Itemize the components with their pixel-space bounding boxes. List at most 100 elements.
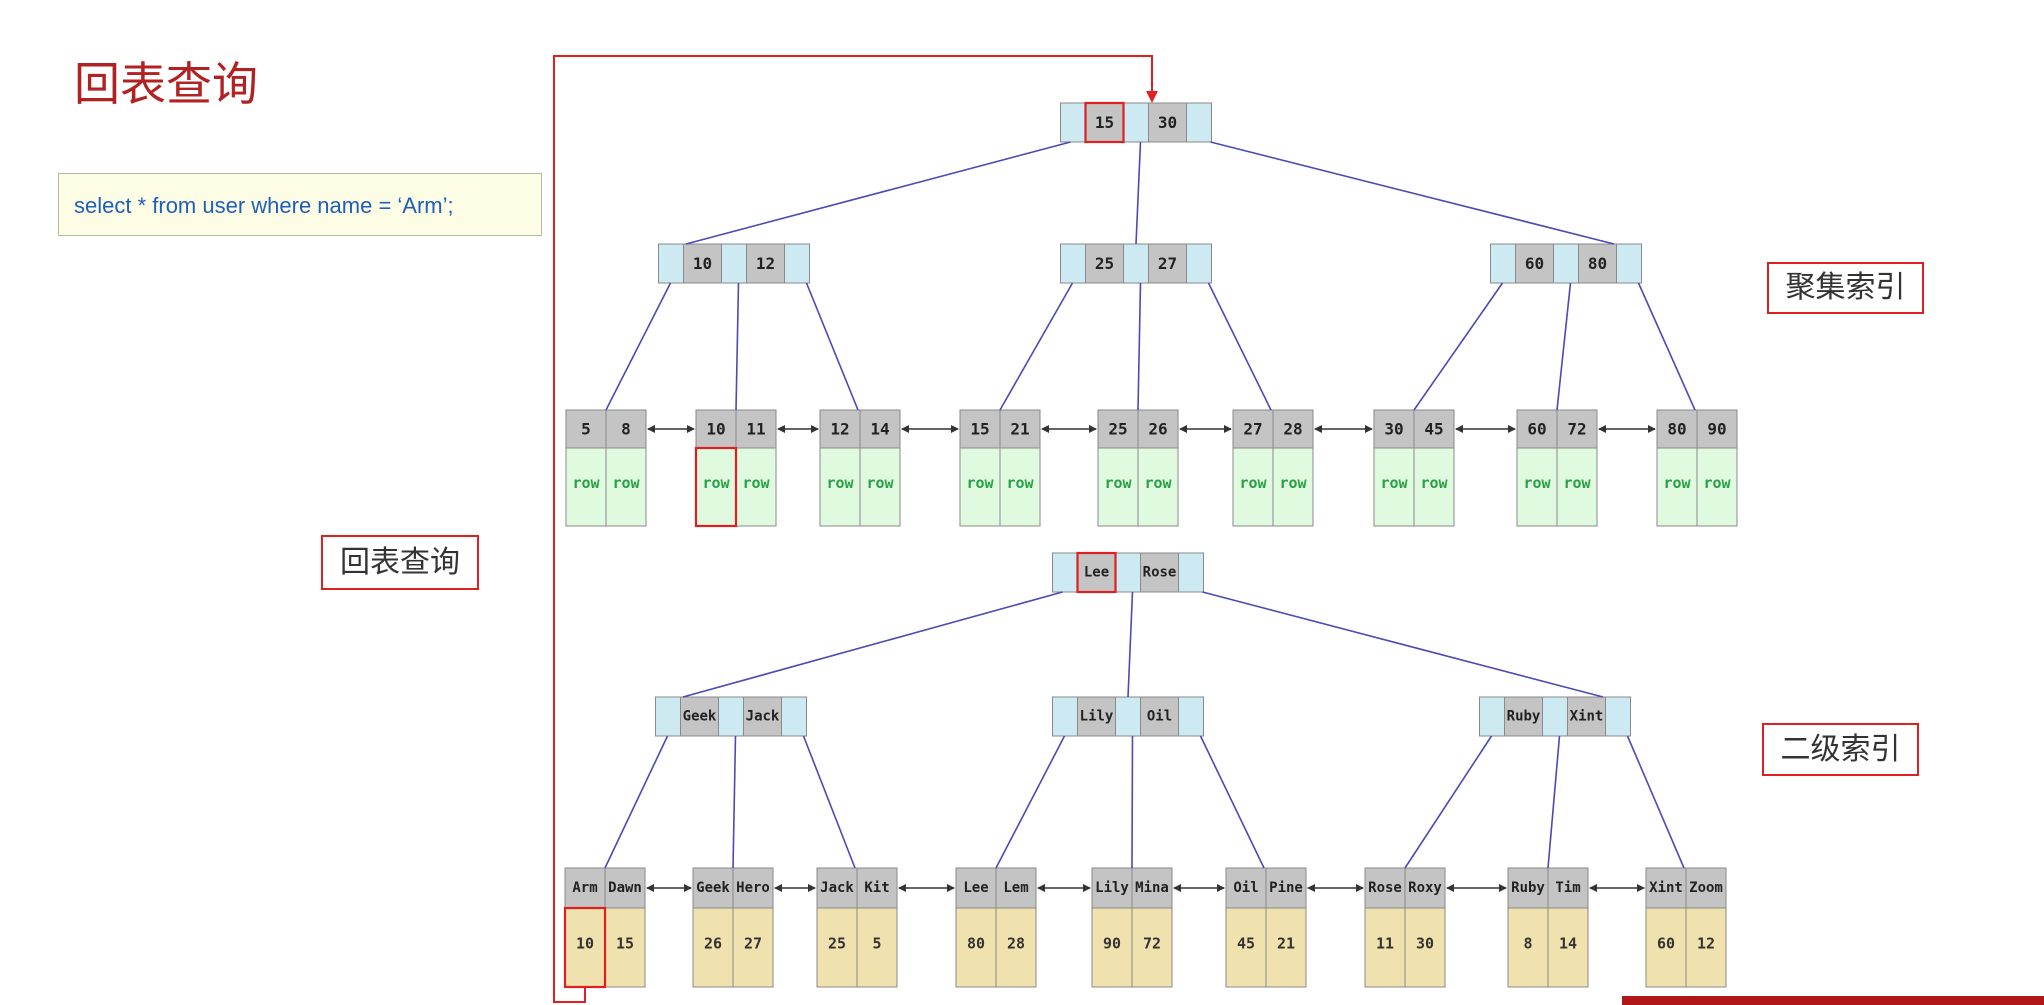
clustered-leaf-data: row bbox=[572, 474, 600, 492]
secondary-leaf-key: Lem bbox=[1003, 880, 1028, 896]
secondary-internal-node bbox=[1479, 696, 1631, 737]
clustered-leaf-data: row bbox=[1380, 474, 1408, 492]
clustered-internal-key: 60 bbox=[1525, 254, 1544, 273]
secondary-leaf-key: Mina bbox=[1135, 880, 1169, 896]
clustered-leaf-data-cell bbox=[1656, 447, 1698, 527]
clustered-leaf-key: 72 bbox=[1567, 420, 1586, 439]
clustered-leaf-data-cell bbox=[859, 447, 901, 527]
secondary-edge bbox=[604, 735, 669, 869]
clustered-leaf-data: row bbox=[1703, 474, 1731, 492]
highlight-box bbox=[1084, 101, 1125, 144]
secondary-leaf-data: 15 bbox=[616, 935, 634, 953]
back-to-table-path-arrow bbox=[553, 55, 1158, 1003]
clustered-index-label: 聚集索引 bbox=[1767, 262, 1924, 314]
secondary-leaf-data: 80 bbox=[967, 935, 985, 953]
clustered-leaf-data-cell bbox=[1373, 447, 1415, 527]
secondary-leaf-data: 14 bbox=[1559, 935, 1577, 953]
clustered-leaf-key: 5 bbox=[581, 420, 591, 439]
secondary-internal-key-cell bbox=[1077, 696, 1116, 737]
clustered-leaf-key-cell bbox=[1656, 409, 1698, 449]
clustered-internal-key-cell bbox=[1148, 243, 1187, 284]
clustered-internal-key-cell bbox=[683, 243, 722, 284]
secondary-root-key-cell bbox=[1077, 552, 1116, 593]
clustered-leaf-data: row bbox=[1420, 474, 1448, 492]
clustered-internal-key-cell bbox=[1578, 243, 1617, 284]
secondary-leaf-data-cell bbox=[732, 907, 774, 988]
clustered-edge bbox=[685, 141, 1071, 245]
clustered-leaf-key-cell bbox=[859, 409, 901, 449]
secondary-leaf-key: Oil bbox=[1233, 880, 1258, 896]
clustered-leaf-data: row bbox=[1144, 474, 1172, 492]
secondary-edge bbox=[1131, 735, 1134, 869]
clustered-leaf-data-cell bbox=[1232, 447, 1274, 527]
secondary-leaf-key: Lee bbox=[963, 880, 988, 896]
secondary-leaf-data-cell bbox=[816, 907, 858, 988]
clustered-leaf-key: 25 bbox=[1108, 420, 1127, 439]
back-to-table-label: 回表查询 bbox=[321, 535, 479, 590]
clustered-leaf-data: row bbox=[1663, 474, 1691, 492]
clustered-leaf-data: row bbox=[1279, 474, 1307, 492]
clustered-internal-key: 27 bbox=[1158, 254, 1177, 273]
secondary-leaf-key: Xint bbox=[1649, 880, 1683, 896]
clustered-leaf-key: 11 bbox=[746, 420, 765, 439]
secondary-edge bbox=[1199, 735, 1265, 869]
secondary-internal-key-cell bbox=[743, 696, 782, 737]
clustered-edge bbox=[605, 282, 672, 411]
secondary-internal-key-cell bbox=[1567, 696, 1606, 737]
secondary-internal-key: Geek bbox=[683, 709, 717, 725]
secondary-leaf-data-cell bbox=[856, 907, 898, 988]
secondary-leaf-data: 10 bbox=[576, 935, 594, 953]
secondary-leaf-key-cell bbox=[856, 867, 898, 909]
clustered-leaf-data-cell bbox=[1556, 447, 1598, 527]
clustered-leaf-data: row bbox=[1006, 474, 1034, 492]
secondary-leaf-data: 21 bbox=[1277, 935, 1295, 953]
secondary-leaf-key: Roxy bbox=[1408, 880, 1442, 896]
secondary-leaf-key: Jack bbox=[820, 880, 854, 896]
secondary-leaf-key-cell bbox=[1265, 867, 1307, 909]
secondary-internal-key: Oil bbox=[1147, 709, 1172, 725]
secondary-edge bbox=[682, 591, 1063, 698]
clustered-leaf-data-cell bbox=[1272, 447, 1314, 527]
clustered-edge bbox=[1413, 282, 1504, 411]
secondary-leaf-key: Arm bbox=[572, 880, 597, 896]
secondary-internal-key: Xint bbox=[1570, 709, 1604, 725]
clustered-internal-key-cell bbox=[1515, 243, 1554, 284]
clustered-leaf-data-cell bbox=[1413, 447, 1455, 527]
secondary-leaf-key: Pine bbox=[1269, 880, 1303, 896]
secondary-edge bbox=[1547, 735, 1561, 869]
secondary-leaf-data-cell bbox=[1091, 907, 1133, 988]
secondary-edge bbox=[732, 735, 737, 869]
clustered-leaf-key-cell bbox=[1137, 409, 1179, 449]
secondary-internal-node bbox=[655, 696, 807, 737]
footer-bar bbox=[1622, 996, 2044, 1005]
secondary-leaf-data-cell bbox=[955, 907, 997, 988]
clustered-edge bbox=[1556, 282, 1572, 411]
clustered-leaf-data: row bbox=[1104, 474, 1132, 492]
clustered-leaf-key: 45 bbox=[1424, 420, 1443, 439]
clustered-root-key: 15 bbox=[1095, 113, 1114, 132]
clustered-leaf-key: 8 bbox=[621, 420, 631, 439]
clustered-leaf-data-cell bbox=[735, 447, 777, 527]
secondary-leaf-data: 11 bbox=[1376, 935, 1394, 953]
secondary-leaf-data-cell bbox=[1685, 907, 1727, 988]
secondary-edge bbox=[1127, 591, 1134, 698]
secondary-root-node bbox=[1052, 552, 1204, 593]
clustered-edge bbox=[1210, 141, 1615, 245]
clustered-leaf-data-cell bbox=[1097, 447, 1139, 527]
clustered-leaf-data: row bbox=[1239, 474, 1267, 492]
secondary-leaf-data-cell bbox=[1645, 907, 1687, 988]
secondary-leaf-data: 8 bbox=[1523, 935, 1532, 953]
clustered-edge bbox=[999, 282, 1074, 411]
clustered-leaf-key: 10 bbox=[706, 420, 725, 439]
secondary-leaf-data: 25 bbox=[828, 935, 846, 953]
secondary-leaf-data-cell bbox=[1547, 907, 1589, 988]
clustered-edge bbox=[805, 282, 859, 411]
clustered-edge bbox=[1207, 282, 1272, 411]
secondary-leaf-data: 5 bbox=[872, 935, 881, 953]
clustered-leaf-key-cell bbox=[1696, 409, 1738, 449]
secondary-leaf-key: Ruby bbox=[1511, 880, 1545, 896]
clustered-leaf-data: row bbox=[866, 474, 894, 492]
clustered-leaf-key: 12 bbox=[830, 420, 849, 439]
